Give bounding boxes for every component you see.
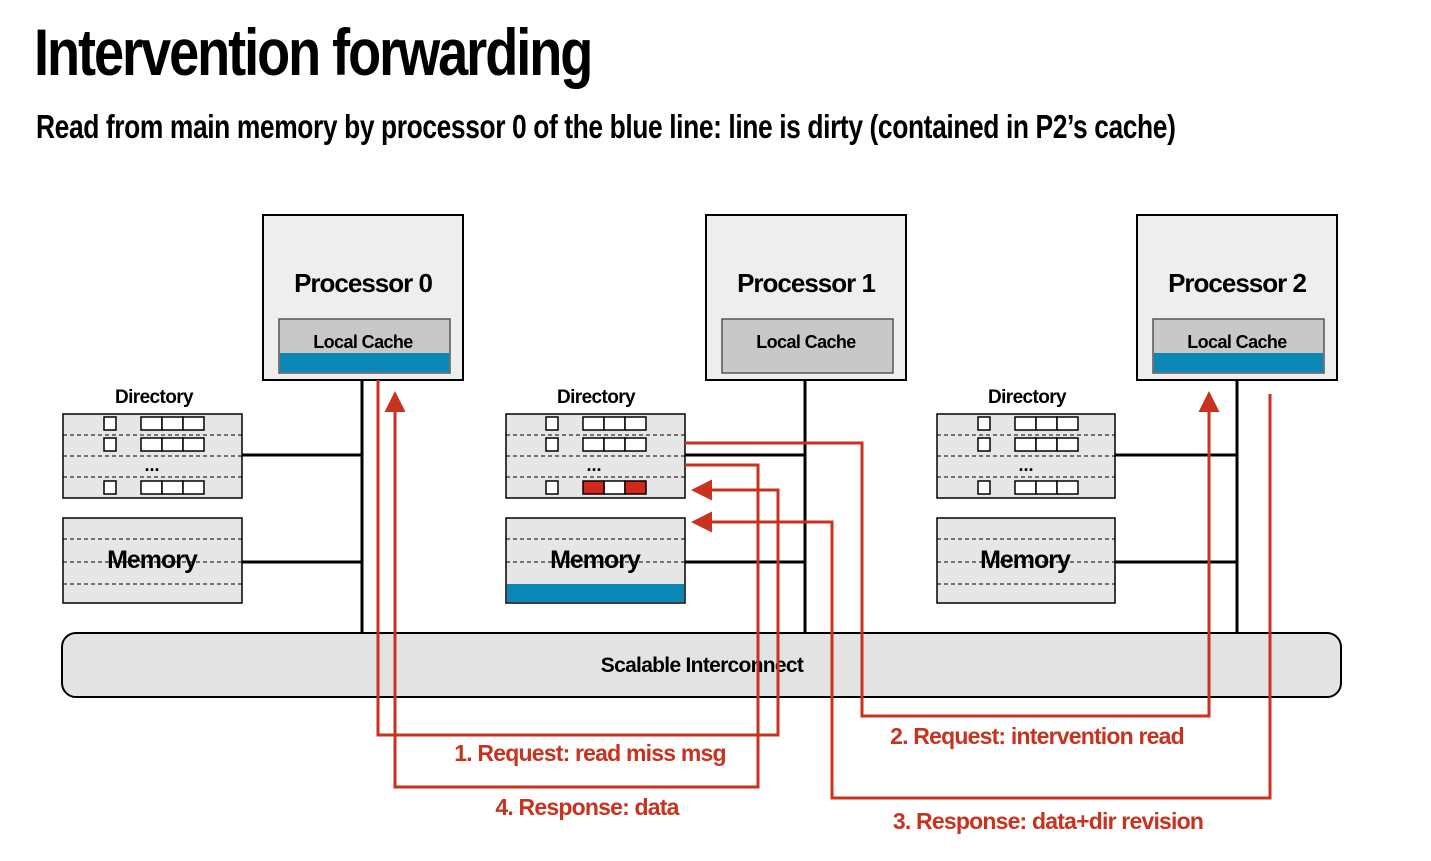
memory-0-label: Memory: [107, 546, 198, 574]
processor-1-label: Processor 1: [737, 268, 875, 298]
processor-2-label: Processor 2: [1168, 268, 1306, 298]
memory-line-blue: [507, 584, 684, 602]
memory-1-label: Memory: [550, 546, 641, 574]
message-4-label: 4. Response: data: [495, 794, 679, 820]
arrow-3-data-dir-revision: [691, 394, 1272, 800]
arrow-4-response-data: [384, 391, 760, 789]
arrow-1-read-miss: [376, 380, 780, 737]
message-3-label: 3. Response: data+dir revision: [893, 808, 1203, 834]
arrow-2-intervention-read: [685, 391, 1220, 718]
cache-line-blue: [1154, 353, 1323, 372]
memory-0-box: Memory: [62, 517, 243, 604]
processor-0-box: Processor 0 Local Cache: [262, 214, 464, 381]
directory-1-ellipsis: ...: [586, 455, 601, 475]
page-title: Intervention forwarding: [34, 15, 593, 89]
memory-2-box: Memory: [936, 517, 1116, 604]
directory-2-ellipsis: ...: [1018, 455, 1033, 475]
directory-2-table: ...: [936, 413, 1116, 499]
page-subtitle: Read from main memory by processor 0 of …: [36, 108, 1176, 145]
directory-1-table: ...: [505, 413, 686, 499]
message-1-label: 1. Request: read miss msg: [454, 740, 725, 766]
node-1: Processor 1 Local Cache Directory ...: [505, 214, 907, 604]
local-cache-2-label: Local Cache: [1187, 332, 1287, 352]
node-2: Processor 2 Local Cache Directory ... Me…: [936, 214, 1338, 604]
directory-0-label: Directory: [115, 387, 194, 408]
dirty-entry-bits: [582, 480, 647, 495]
directory-1-label: Directory: [557, 387, 636, 408]
processor-0-label: Processor 0: [294, 268, 432, 298]
cache-line-blue: [280, 353, 449, 372]
message-2-label: 2. Request: intervention read: [890, 723, 1184, 749]
scalable-interconnect: Scalable Interconnect: [61, 632, 1342, 698]
processor-2-box: Processor 2 Local Cache: [1136, 214, 1338, 381]
memory-1-box: Memory: [505, 517, 686, 604]
directory-0-table: ...: [62, 413, 243, 499]
processor-1-box: Processor 1 Local Cache: [705, 214, 907, 381]
local-cache-0-label: Local Cache: [313, 332, 413, 352]
memory-2-label: Memory: [980, 546, 1071, 574]
directory-0-ellipsis: ...: [144, 455, 159, 475]
directory-2-label: Directory: [988, 387, 1067, 408]
bus-lines: [242, 380, 1239, 633]
interconnect-label: Scalable Interconnect: [601, 654, 804, 677]
local-cache-1-label: Local Cache: [756, 332, 856, 352]
node-0: Processor 0 Local Cache Directory ... Me…: [62, 214, 464, 604]
